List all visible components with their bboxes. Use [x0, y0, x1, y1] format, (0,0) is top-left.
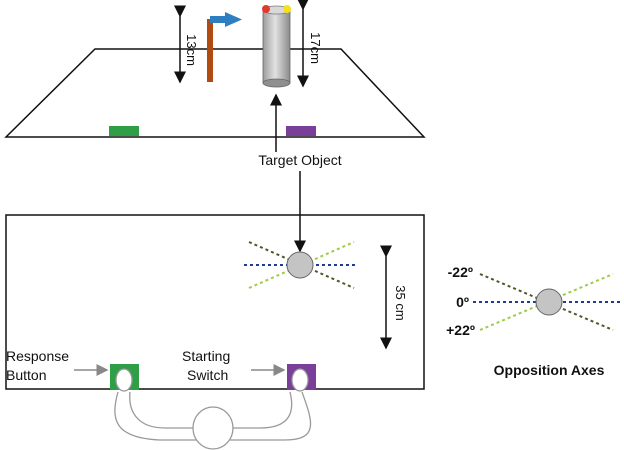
participant-figure — [114, 368, 312, 450]
response-button-label-2: Button — [6, 367, 46, 383]
table-top-view — [5, 214, 425, 390]
top-view: 35 cm Response Button Starting Switch — [5, 214, 425, 450]
red-marker — [262, 5, 270, 13]
rod-height-label: 13cm — [184, 34, 199, 66]
legend-plus-22-label: +22º — [446, 322, 475, 338]
legend-minus-22-label: -22º — [448, 264, 473, 280]
legend-zero-label: 0º — [456, 294, 469, 310]
green-pad-side — [109, 126, 139, 136]
starting-switch-label-2: Switch — [187, 367, 228, 383]
response-button-label-1: Response — [6, 348, 69, 364]
cylinder-height-label: 17cm — [308, 32, 323, 64]
axis-minus-22 — [248, 241, 355, 289]
legend-title: Opposition Axes — [494, 362, 605, 378]
purple-pad-side — [286, 126, 316, 136]
axis-plus-22 — [248, 241, 355, 289]
legend-target — [535, 288, 563, 316]
flag-icon — [210, 12, 242, 27]
rod — [207, 19, 213, 82]
distance-label: 35 cm — [393, 285, 408, 320]
opposition-axes-legend: -22º 0º +22º Opposition Axes — [446, 264, 620, 378]
starting-switch-label-1: Starting — [182, 348, 230, 364]
hand-icon — [291, 368, 309, 392]
hand-icon — [115, 368, 133, 392]
yellow-marker — [283, 5, 291, 13]
target-object-top — [286, 251, 314, 279]
head-icon — [192, 406, 234, 450]
side-view: 13cm 17cm Target Object — [4, 0, 426, 253]
table-surface — [4, 48, 426, 138]
target-object-label: Target Object — [258, 152, 341, 168]
cylinder-icon — [262, 5, 291, 88]
